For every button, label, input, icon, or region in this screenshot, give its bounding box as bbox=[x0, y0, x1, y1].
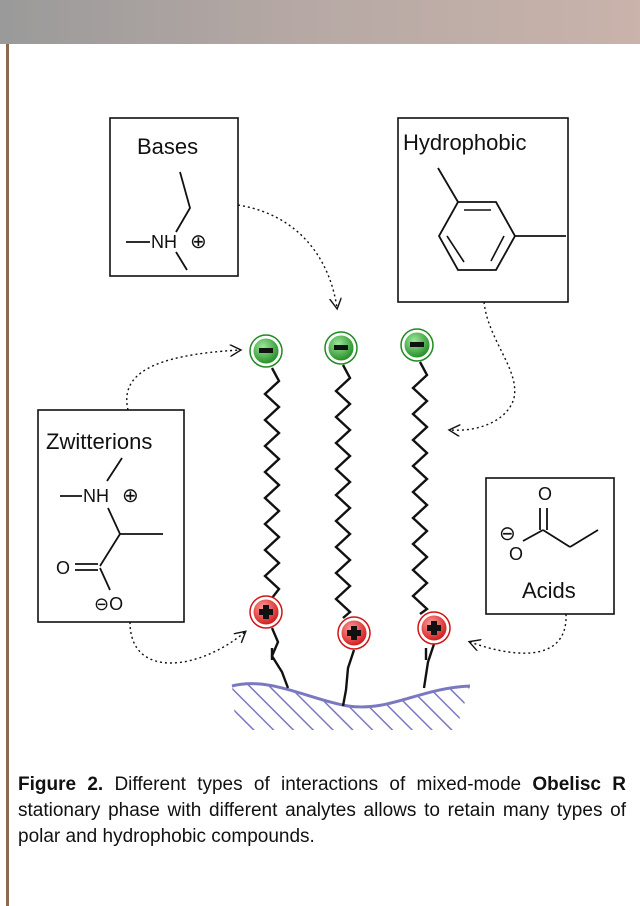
hydrophobic-box: Hydrophobic bbox=[397, 117, 569, 303]
acids-o-top-label: O bbox=[538, 484, 552, 504]
product-name: Obelisc R bbox=[532, 774, 626, 795]
negative-group-2 bbox=[324, 331, 358, 365]
positive-group-3 bbox=[417, 611, 451, 645]
acids-label: Acids bbox=[522, 578, 576, 603]
zwitterions-positive-sign: ⊕ bbox=[122, 485, 139, 507]
hydrophobic-label: Hydrophobic bbox=[403, 130, 527, 155]
zwitterions-bottom-arrow bbox=[129, 621, 245, 664]
negative-group-1 bbox=[249, 334, 283, 368]
zwitterions-nh-label: NH bbox=[83, 486, 109, 506]
positive-group-2 bbox=[337, 616, 371, 650]
ligand-chain-3 bbox=[411, 361, 436, 689]
caption-text-2: stationary phase with different analytes… bbox=[18, 800, 626, 847]
header-band bbox=[0, 0, 640, 44]
acids-negative-sign: ⊖ bbox=[499, 523, 516, 545]
bases-box: Bases NH ⊕ bbox=[109, 117, 239, 277]
zwitterions-top-arrow bbox=[126, 350, 240, 411]
bases-positive-sign: ⊕ bbox=[190, 231, 207, 253]
acids-box: O ⊖ O Acids bbox=[485, 477, 615, 615]
mixed-mode-diagram: Bases NH ⊕ Hydrophobic Zwitterions NH ⊕ bbox=[37, 117, 615, 730]
hydrophobic-arrow bbox=[450, 301, 516, 430]
figure-caption: Figure 2. Different types of interaction… bbox=[18, 772, 626, 850]
ligand-chain-2 bbox=[334, 364, 356, 707]
ligand-chain-1 bbox=[263, 367, 290, 689]
figure-label: Figure 2. bbox=[18, 774, 104, 795]
bases-label: Bases bbox=[137, 134, 198, 159]
caption-text-1: Different types of interactions of mixed… bbox=[103, 774, 533, 795]
bases-arrow bbox=[237, 204, 337, 308]
zwitterions-box: Zwitterions NH ⊕ O ⊖O bbox=[37, 409, 185, 623]
acids-arrow bbox=[470, 613, 567, 654]
bases-nh-label: NH bbox=[151, 232, 177, 252]
positive-group-1 bbox=[249, 595, 283, 629]
benzene-ring-icon bbox=[437, 167, 566, 271]
negative-group-3 bbox=[400, 328, 434, 362]
acids-o-bottom-label: O bbox=[509, 544, 523, 564]
zwitterions-o-minus-label: ⊖O bbox=[94, 594, 123, 614]
left-rule bbox=[6, 44, 9, 906]
zwitterions-label: Zwitterions bbox=[46, 429, 152, 454]
zwitterions-o-label: O bbox=[56, 558, 70, 578]
